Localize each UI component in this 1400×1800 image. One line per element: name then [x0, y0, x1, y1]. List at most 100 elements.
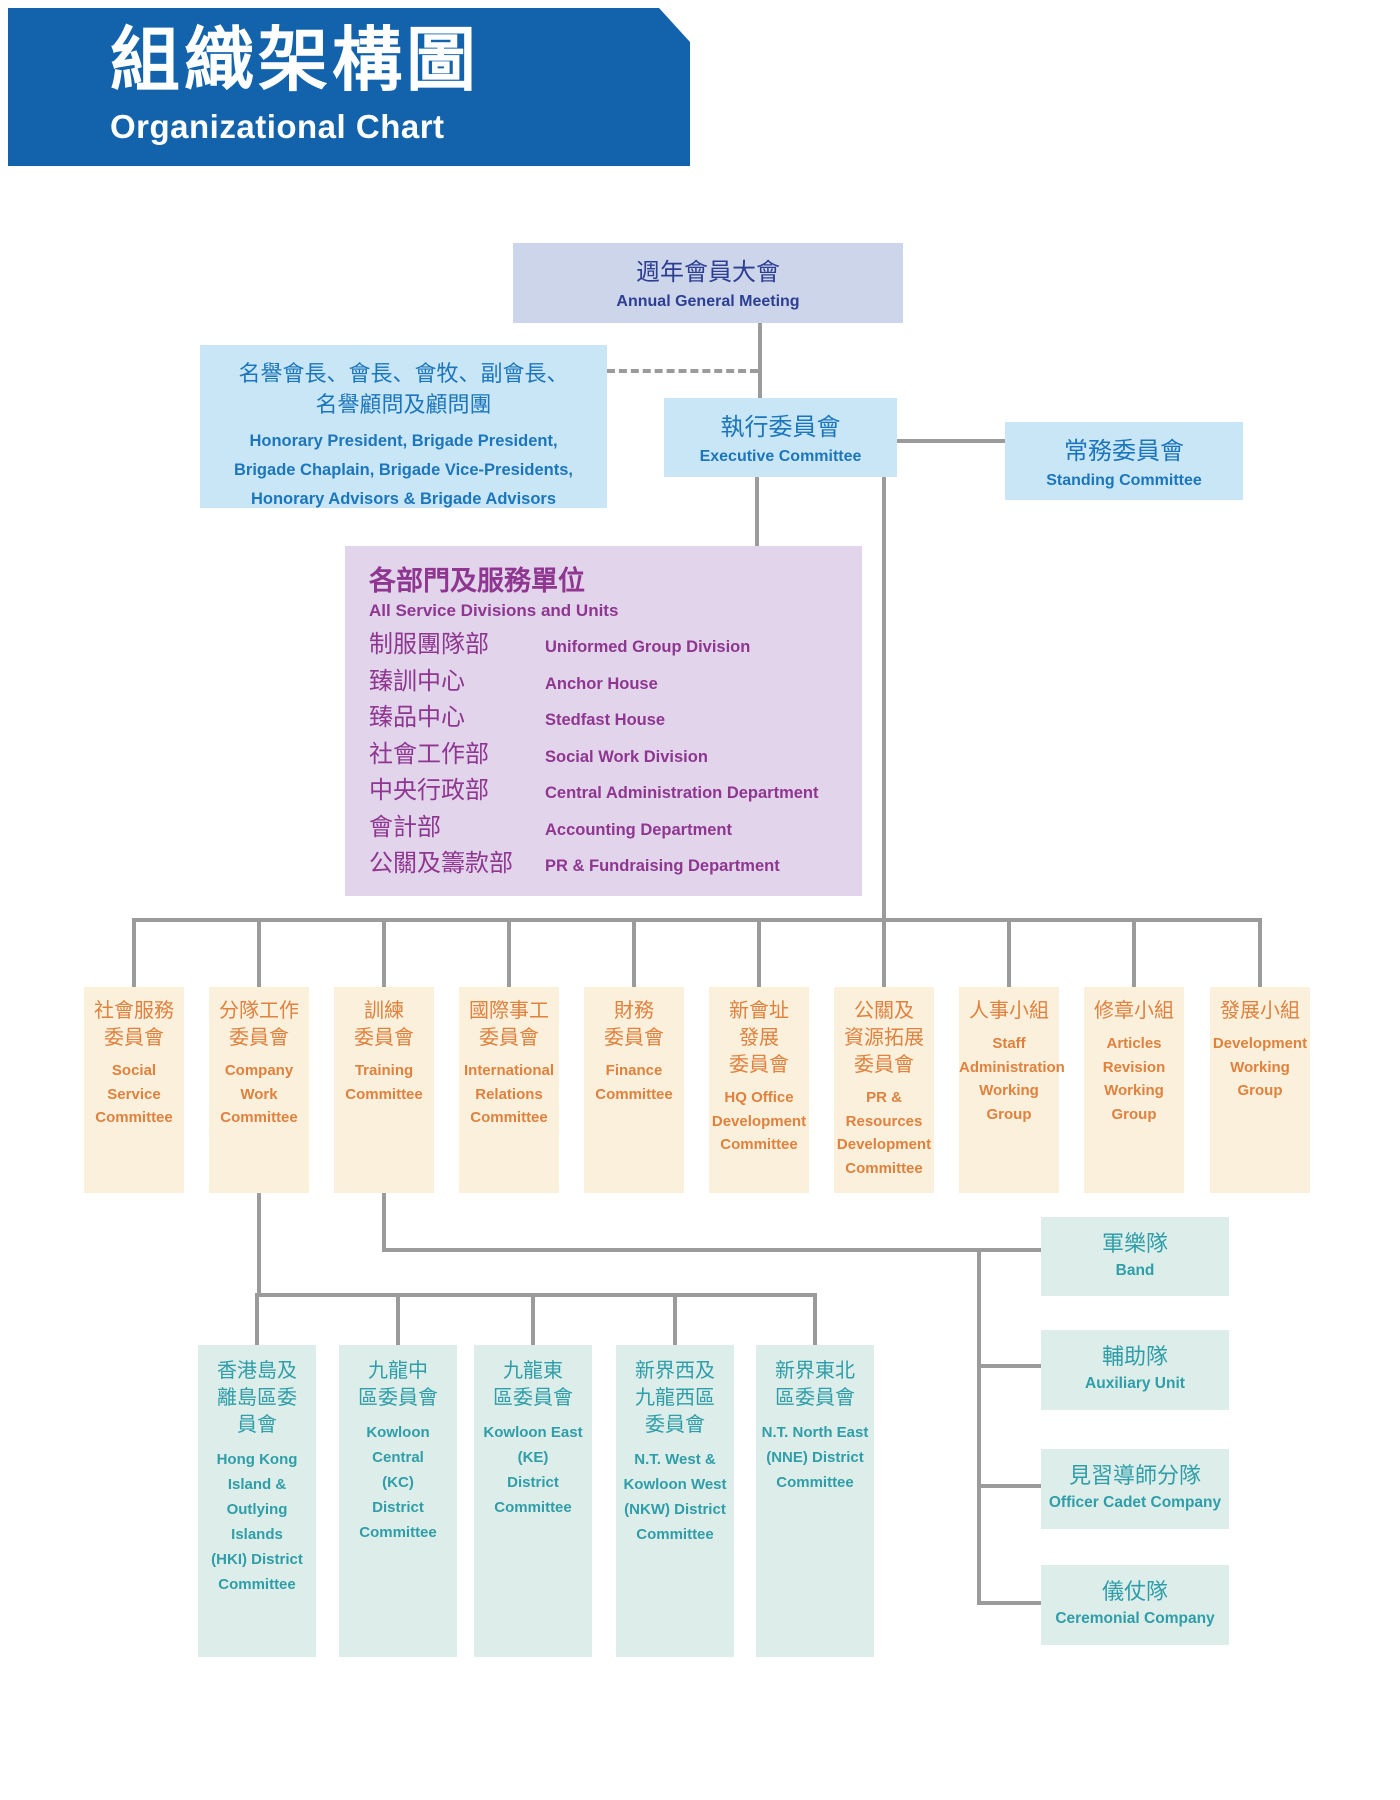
- committee-zh: 修章小組: [1094, 1000, 1174, 1022]
- district-drop-1: [255, 1293, 259, 1345]
- district-bus: [255, 1293, 817, 1297]
- committee-en: Staff Administration Working Group: [959, 1035, 1065, 1123]
- node-honorary-officers: 名譽會長、會長、會牧、副會長、 名譽顧問及顧問團 Honorary Presid…: [200, 345, 607, 508]
- committee-zh: 社會服務 委員會: [94, 1000, 174, 1049]
- node-pr-resources-development-committee: 公關及 資源拓展 委員會 PR & Resources Development …: [834, 987, 934, 1193]
- executive-en: Executive Committee: [699, 448, 862, 465]
- committee-en: Social Service Committee: [95, 1062, 173, 1126]
- division-en: PR & Fundraising Department: [545, 857, 780, 875]
- committee-zh: 財務 委員會: [604, 1000, 664, 1049]
- district-en: Kowloon East (KE) District Committee: [483, 1424, 583, 1516]
- committee-zh: 公關及 資源拓展 委員會: [844, 1000, 924, 1076]
- unit-stub-auxiliary: [977, 1364, 1041, 1368]
- committee-en: Articles Revision Working Group: [1102, 1035, 1166, 1123]
- node-nne-district-committee: 新界東北 區委員會 N.T. North East (NNE) District…: [756, 1345, 874, 1657]
- division-row: 社會工作部 Social Work Division: [369, 734, 852, 771]
- node-ke-district-committee: 九龍東 區委員會 Kowloon East (KE) District Comm…: [474, 1345, 592, 1657]
- division-en: Central Administration Department: [545, 784, 819, 802]
- agm-zh: 週年會員大會: [636, 259, 780, 286]
- district-en: N.T. West & Kowloon West (NKW) District …: [623, 1451, 727, 1543]
- divisions-title-en: All Service Divisions and Units: [369, 601, 619, 620]
- node-company-work-committee: 分隊工作 委員會 Company Work Committee: [209, 987, 309, 1193]
- node-ceremonial-company: 儀仗隊 Ceremonial Company: [1041, 1565, 1229, 1645]
- node-articles-revision-working-group: 修章小組 Articles Revision Working Group: [1084, 987, 1184, 1193]
- connector-honorary-dashed: [607, 369, 758, 373]
- connector-training-units: [382, 1193, 386, 1252]
- committee-drop-9: [1132, 918, 1136, 987]
- connector-agm-executive: [758, 322, 762, 400]
- unit-stub-cadet: [977, 1484, 1041, 1488]
- committee-bus: [132, 918, 1262, 922]
- node-standing-committee: 常務委員會 Standing Committee: [1005, 422, 1243, 500]
- node-nkw-district-committee: 新界西及 九龍西區 委員會 N.T. West & Kowloon West (…: [616, 1345, 734, 1657]
- committee-zh: 新會址 發展 委員會: [729, 1000, 789, 1076]
- agm-en: Annual General Meeting: [616, 293, 800, 310]
- page-title-en: Organizational Chart: [110, 108, 445, 145]
- committee-en: HQ Office Development Committee: [711, 1089, 807, 1153]
- page-title-zh: 組織架構圖: [110, 21, 480, 99]
- executive-zh: 執行委員會: [720, 414, 841, 441]
- unit-en: Officer Cadet Company: [1048, 1494, 1222, 1511]
- division-zh: 制服團隊部: [369, 631, 489, 658]
- committee-zh: 人事小組: [969, 1000, 1049, 1022]
- division-row: 公關及籌款部 PR & Fundraising Department: [369, 843, 852, 880]
- division-row: 制服團隊部 Uniformed Group Division: [369, 624, 852, 661]
- division-en: Accounting Department: [545, 820, 733, 839]
- committee-drop-10: [1258, 918, 1262, 987]
- district-drop-3: [531, 1293, 535, 1345]
- unit-en: Ceremonial Company: [1055, 1610, 1215, 1627]
- node-kc-district-committee: 九龍中 區委員會 Kowloon Central (KC) District C…: [339, 1345, 457, 1657]
- committee-zh: 分隊工作 委員會: [219, 1000, 299, 1049]
- committee-zh: 國際事工 委員會: [469, 1000, 549, 1049]
- node-development-working-group: 發展小組 Development Working Group: [1210, 987, 1310, 1193]
- district-drop-5: [813, 1293, 817, 1345]
- district-en: Kowloon Central (KC) District Committee: [359, 1424, 437, 1541]
- node-auxiliary-unit: 輔助隊 Auxiliary Unit: [1041, 1330, 1229, 1410]
- unit-en: Band: [1115, 1262, 1155, 1279]
- committee-en: Training Committee: [345, 1062, 423, 1103]
- committee-drop-3: [382, 918, 386, 987]
- connector-executive-standing: [897, 439, 1005, 443]
- district-zh: 新界西及 九龍西區 委員會: [635, 1360, 715, 1436]
- connector-executive-divisions: [755, 477, 759, 547]
- committee-en: Finance Committee: [595, 1062, 673, 1103]
- committee-en: Company Work Committee: [220, 1062, 298, 1126]
- node-officer-cadet-company: 見習導師分隊 Officer Cadet Company: [1041, 1449, 1229, 1529]
- standing-zh: 常務委員會: [1064, 438, 1184, 465]
- division-zh: 社會工作部: [369, 740, 489, 768]
- committee-zh: 訓練 委員會: [354, 1000, 414, 1049]
- committee-drop-8: [1007, 918, 1011, 987]
- district-zh: 九龍東 區委員會: [493, 1360, 573, 1409]
- node-training-committee: 訓練 委員會 Training Committee: [334, 987, 434, 1193]
- division-zh: 臻訓中心: [369, 667, 465, 695]
- honorary-en: Honorary President, Brigade President, B…: [234, 432, 573, 508]
- committee-en: International Relations Committee: [463, 1062, 554, 1126]
- division-zh: 公關及籌款部: [369, 850, 513, 877]
- node-band: 軍樂隊 Band: [1041, 1217, 1229, 1296]
- district-zh: 新界東北 區委員會: [775, 1360, 855, 1409]
- unit-bus-vertical: [977, 1248, 981, 1605]
- node-hq-office-development-committee: 新會址 發展 委員會 HQ Office Development Committ…: [709, 987, 809, 1193]
- committee-drop-4: [507, 918, 511, 987]
- divisions-title-zh: 各部門及服務單位: [369, 566, 585, 596]
- unit-zh: 見習導師分隊: [1068, 1463, 1201, 1488]
- division-en: Uniformed Group Division: [545, 638, 751, 656]
- division-en: Social Work Division: [545, 747, 708, 766]
- district-en: N.T. North East (NNE) District Committee: [761, 1424, 869, 1491]
- division-zh: 會計部: [369, 813, 441, 841]
- connector-executive-committee-bus: [882, 477, 886, 922]
- division-row: 會計部 Accounting Department: [369, 807, 852, 844]
- unit-en: Auxiliary Unit: [1085, 1375, 1185, 1392]
- unit-zh: 軍樂隊: [1101, 1231, 1168, 1256]
- node-social-service-committee: 社會服務 委員會 Social Service Committee: [84, 987, 184, 1193]
- committee-drop-2: [257, 918, 261, 987]
- committee-drop-6: [757, 918, 761, 987]
- node-hki-district-committee: 香港島及 離島區委 員會 Hong Kong Island & Outlying…: [198, 1345, 316, 1657]
- node-executive-committee: 執行委員會 Executive Committee: [664, 398, 897, 477]
- committee-drop-5: [632, 918, 636, 987]
- unit-stub-ceremonial: [977, 1601, 1041, 1605]
